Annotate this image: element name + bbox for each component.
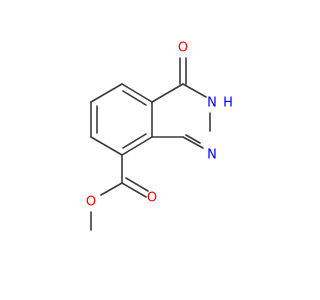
atom-label-oxygen-ester: O: [86, 195, 96, 210]
bond: [182, 83, 207, 98]
atom-label-nitrogen: N: [207, 148, 217, 163]
bond: [122, 133, 147, 149]
atom-label-oxygen-ester-carbonyl: O: [147, 191, 157, 206]
atom-label-nitrogen-nh: N: [207, 96, 217, 111]
bond: [90, 83, 123, 103]
bond: [100, 182, 123, 196]
bond: [151, 83, 184, 103]
bond: [122, 90, 147, 106]
bond: [182, 136, 204, 149]
bond: [125, 177, 149, 192]
atom-label-hydrogen: H: [223, 96, 233, 111]
molecule-structure: O O O N H N: [86, 41, 233, 231]
bond: [90, 136, 123, 156]
bond: [121, 136, 153, 156]
atom-label-oxygen-carbonyl: O: [178, 41, 188, 56]
bond: [121, 182, 147, 198]
bond: [185, 134, 201, 144]
bonds: [90, 57, 211, 231]
atom-labels: O O O N H N: [86, 41, 233, 210]
bond: [121, 83, 153, 103]
